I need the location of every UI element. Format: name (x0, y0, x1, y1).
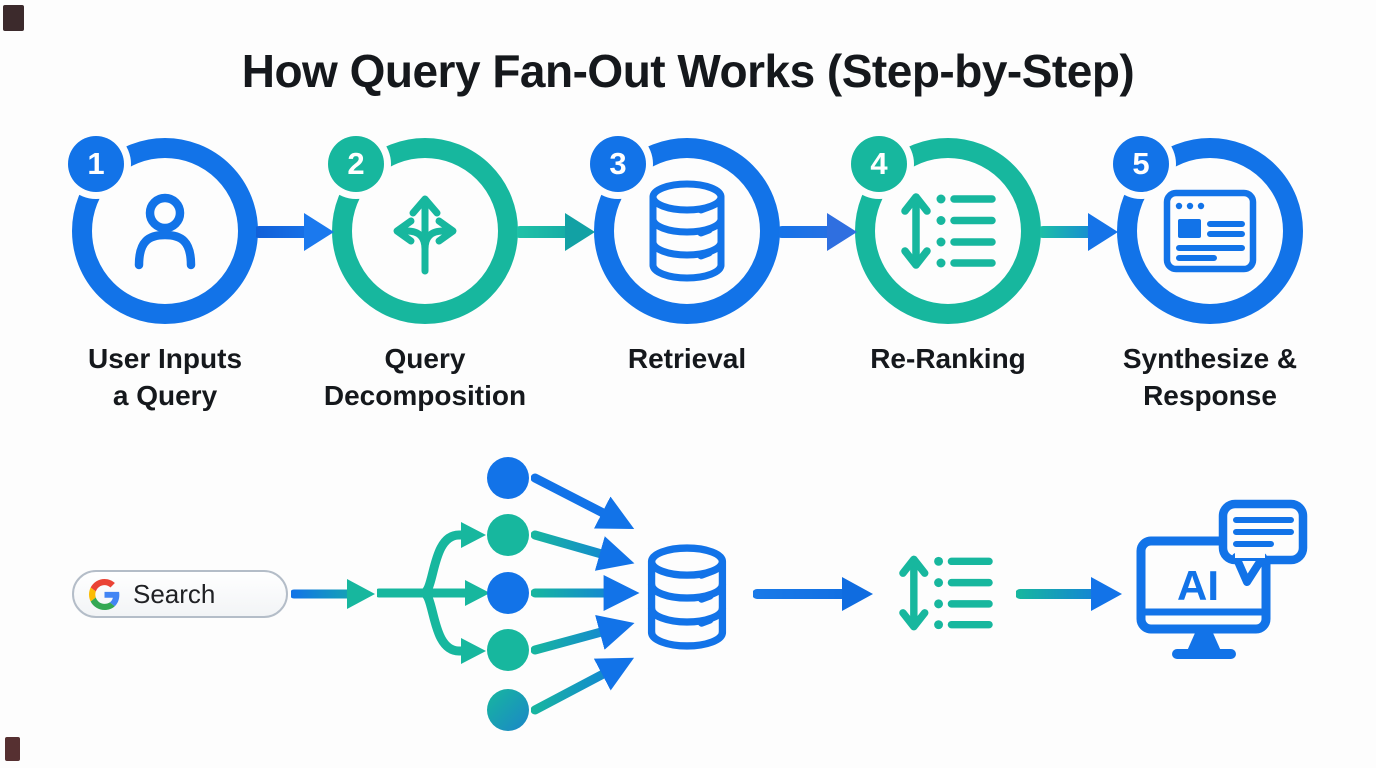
ai-monitor-icon: AI (1136, 499, 1308, 659)
arrow-step3-to-step4 (779, 213, 857, 251)
step-4-label: Re-Ranking (870, 343, 1026, 374)
step-4-badge: 4 (851, 136, 907, 192)
query-dot-1 (487, 457, 529, 499)
step-1-label: User Inputs a Query (87, 343, 243, 411)
arrow-database-to-reranking (753, 577, 873, 611)
chat-bubble-icon (1218, 499, 1308, 586)
step-2-badge: 2 (328, 136, 384, 192)
arrow-step4-to-step5 (1040, 213, 1118, 251)
step-1-badge: 1 (68, 136, 124, 192)
corner-artifact-bottom-left (5, 737, 20, 761)
fanout-fork (377, 522, 490, 664)
query-dot-3 (487, 572, 529, 614)
step-2: 2 Query Decomposition (295, 136, 555, 415)
step-1: 1 User Inputs a Query (35, 136, 295, 415)
step-2-label: Query Decomposition (323, 343, 527, 411)
page-title: How Query Fan-Out Works (Step-by-Step) (241, 45, 1135, 97)
arrow-reranking-to-ai (1016, 577, 1122, 611)
step-3: 3 Retrieval (557, 136, 817, 378)
arrows-queries-to-database (531, 473, 640, 715)
step-4-circle: 4 (851, 136, 1041, 324)
reranking-node-icon (899, 555, 993, 631)
ai-label: AI (1177, 562, 1219, 609)
database-icon (649, 180, 725, 282)
arrow-step2-to-step3 (517, 213, 595, 251)
database-node-icon (647, 544, 727, 650)
step-5-badge: 5 (1113, 136, 1169, 192)
user-icon (134, 193, 196, 270)
google-g-icon (89, 578, 120, 610)
step-3-badge: 3 (590, 136, 646, 192)
branch-icon (393, 195, 457, 275)
step-1-circle: 1 (68, 136, 258, 324)
step-5-label: Synthesize & Response (1122, 343, 1298, 411)
arrow-step1-to-step2 (256, 213, 334, 251)
step-3-label: Retrieval (627, 343, 747, 374)
query-dot-4 (487, 629, 529, 671)
arrow-search-to-fanout (291, 579, 375, 609)
search-label: Search (133, 578, 216, 609)
search-box[interactable]: Search (72, 570, 288, 618)
step-4: 4 Re-Ranking (818, 136, 1078, 378)
query-dot-5 (487, 689, 529, 731)
browser-icon (1163, 189, 1257, 273)
step-5: 5 Synthesize & Response (1080, 136, 1340, 415)
step-3-circle: 3 (590, 136, 780, 324)
step-2-circle: 2 (328, 136, 518, 324)
corner-artifact-top-left (3, 5, 24, 31)
query-dot-2 (487, 514, 529, 556)
rerank-icon (901, 193, 996, 269)
step-5-circle: 5 (1113, 136, 1303, 324)
